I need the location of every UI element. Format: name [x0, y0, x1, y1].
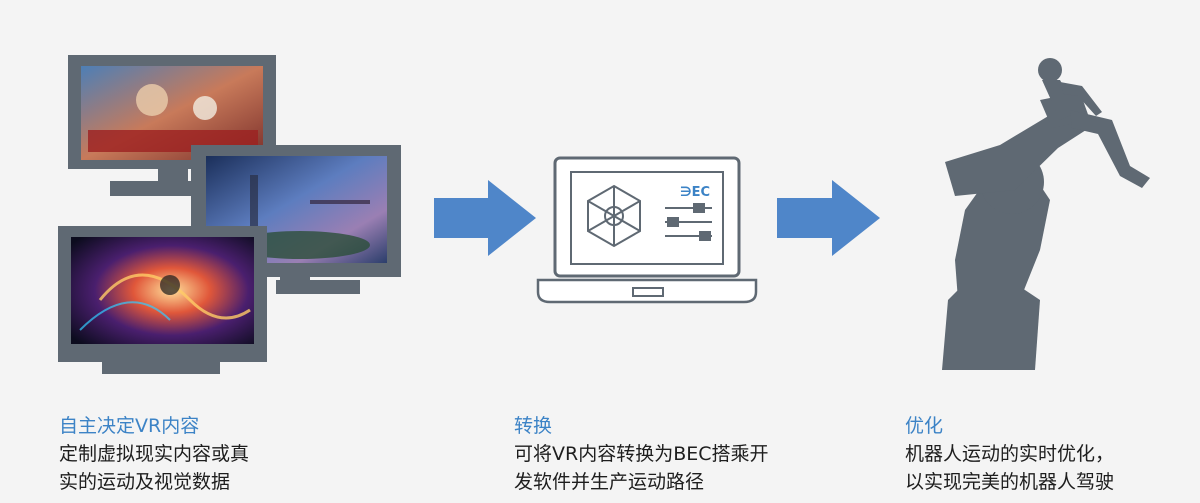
laptop-software-icon: ∋EC — [536, 156, 758, 304]
monitor-bottom — [58, 226, 267, 374]
monitors-vr-content-icon — [58, 55, 401, 374]
step-body-line-1: 可将VR内容转换为BEC搭乘开 — [514, 443, 769, 465]
robot-arm-rider-icon — [942, 58, 1150, 370]
step-title-customize: 自主决定VR内容 — [59, 415, 200, 437]
motion-cube-icon — [587, 184, 641, 248]
software-logo: ∋EC — [680, 185, 710, 200]
step-title-optimize: 优化 — [905, 415, 944, 437]
step-title-convert: 转换 — [514, 415, 553, 437]
step-body-line-1: 机器人运动的实时优化， — [905, 443, 1115, 465]
arrow-right-icon-2 — [777, 180, 880, 256]
step-body-line-2: 以实现完美的机器人驾驶 — [905, 471, 1115, 493]
sliders-icon — [665, 203, 712, 241]
step-body-line-2: 发软件并生产运动路径 — [514, 471, 705, 493]
step-body-line-2: 实的运动及视觉数据 — [59, 471, 231, 493]
step-caption-customize: 自主决定VR内容 定制虚拟现实内容或真 实的运动及视觉数据 — [59, 412, 249, 496]
arrow-right-icon-1 — [434, 180, 536, 256]
step-caption-optimize: 优化 机器人运动的实时优化， 以实现完美的机器人驾驶 — [905, 412, 1114, 496]
step-caption-convert: 转换 可将VR内容转换为BEC搭乘开 发软件并生产运动路径 — [514, 412, 769, 496]
step-body-line-1: 定制虚拟现实内容或真 — [59, 443, 250, 465]
